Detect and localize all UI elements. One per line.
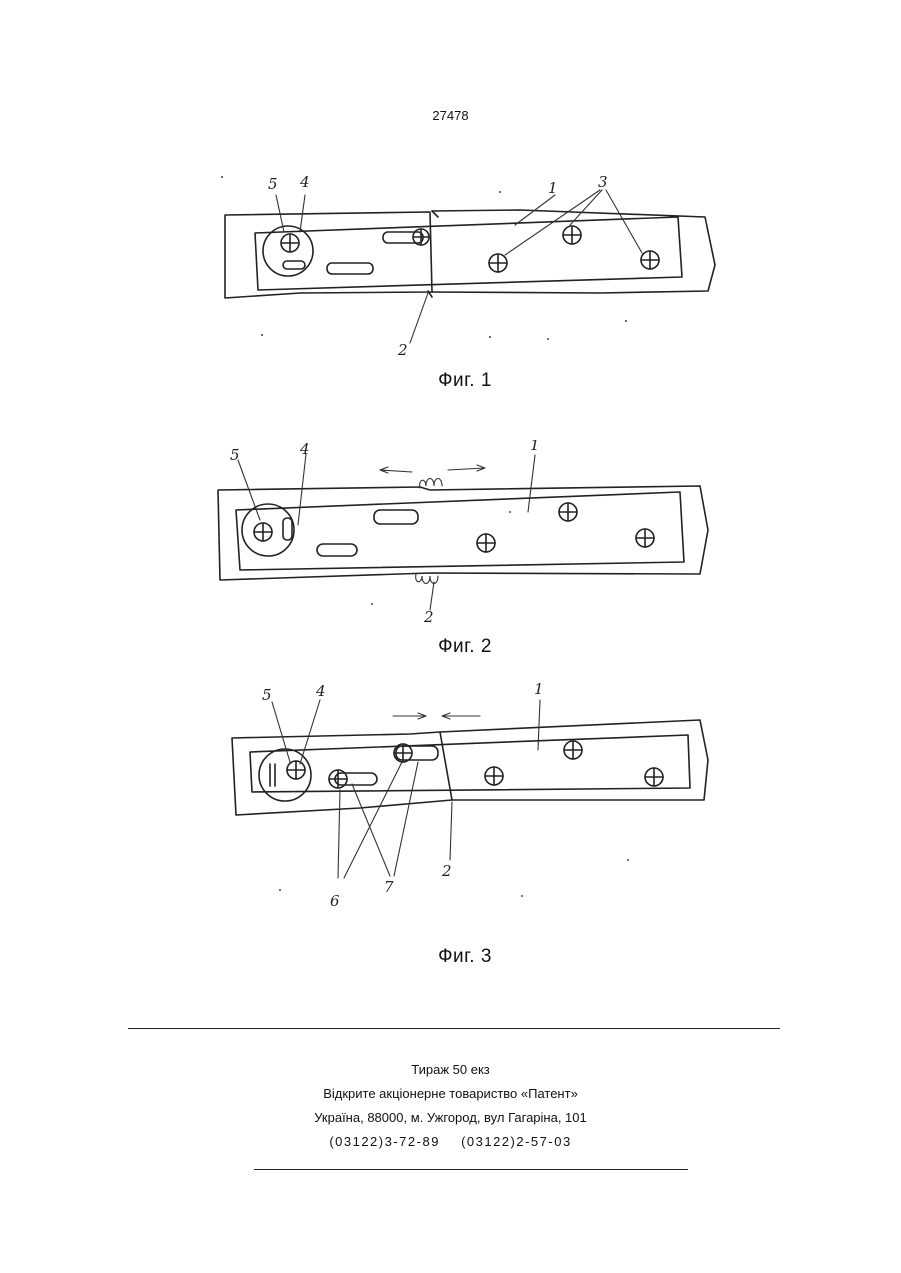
plate-1 — [250, 735, 690, 792]
imprint-publisher: Відкрите акціонерне товариство «Патент» — [0, 1082, 901, 1106]
callout-1: 1 — [530, 440, 540, 454]
figure-2: 5 4 1 2 Фиг. 2 — [0, 440, 901, 665]
callout-1: 1 — [548, 179, 558, 197]
callout-1: 1 — [534, 680, 544, 698]
callout-2: 2 — [423, 608, 434, 626]
callout-4: 4 — [299, 173, 310, 191]
callout-4: 4 — [315, 682, 326, 700]
figure-2-drawing: 5 4 1 2 — [0, 440, 901, 640]
imprint-address: Україна, 88000, м. Ужгород, вул Гагаріна… — [0, 1106, 901, 1130]
plate-1 — [236, 492, 684, 570]
imprint: Тираж 50 екз Відкрите акціонерне товарис… — [0, 1058, 901, 1154]
callout-4: 4 — [299, 440, 310, 458]
plate-1 — [255, 217, 682, 290]
figure-1-drawing: 5 4 1 3 2 — [0, 165, 901, 365]
slot-lower — [327, 263, 373, 274]
arrow-right — [393, 713, 426, 719]
figure-3-caption: Фиг. 3 — [0, 946, 901, 968]
slot-lower — [317, 544, 357, 556]
imprint-top-rule — [128, 1028, 780, 1029]
callout-5: 5 — [230, 446, 240, 464]
disc-slot — [283, 261, 305, 269]
figure-2-caption: Фиг. 2 — [0, 636, 901, 658]
disc-slot — [283, 518, 292, 540]
figure-1: 5 4 1 3 2 Фиг. 1 — [0, 165, 901, 395]
imprint-circulation: Тираж 50 екз — [0, 1058, 901, 1082]
slot-upper — [374, 510, 418, 524]
callout-2: 2 — [441, 862, 452, 880]
arrow-left — [380, 467, 412, 473]
imprint-phones: (03122)3-72-89 (03122)2-57-03 — [0, 1130, 901, 1154]
rotating-disc-4 — [242, 504, 294, 556]
callout-5: 5 — [268, 175, 278, 193]
callout-6: 6 — [330, 892, 340, 910]
figure-1-caption: Фиг. 1 — [0, 370, 901, 392]
page-number: 27478 — [0, 108, 901, 123]
figure-3: 5 4 1 2 6 7 Фиг. 3 — [0, 680, 901, 975]
callout-5: 5 — [262, 686, 272, 704]
arrow-right — [448, 465, 485, 471]
arrow-left — [442, 713, 480, 719]
hinge-coil-top — [420, 479, 442, 489]
imprint-phone-1: (03122)3-72-89 — [329, 1130, 440, 1154]
imprint-phone-2: (03122)2-57-03 — [461, 1130, 572, 1154]
imprint-bottom-rule — [254, 1169, 688, 1170]
callout-7: 7 — [384, 878, 394, 896]
callout-2: 2 — [397, 341, 408, 359]
hinge-coil-bottom — [416, 574, 438, 584]
figure-3-drawing: 5 4 1 2 6 7 — [0, 680, 901, 920]
callout-3: 3 — [598, 173, 608, 191]
